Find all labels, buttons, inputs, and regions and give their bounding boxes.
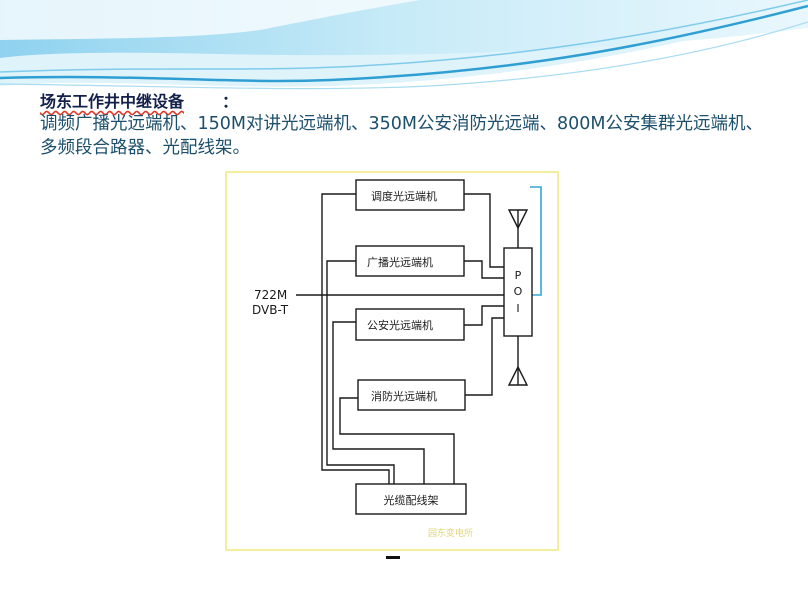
label-dvb-t: DVB-T <box>252 303 289 317</box>
line-fire-to-odf <box>339 397 455 484</box>
slide-heading-colon: ： <box>222 92 239 111</box>
wave-line-dark <box>0 4 808 83</box>
diagram-inner-border <box>225 171 559 551</box>
box-poi-combiner <box>503 247 533 337</box>
line-broadcast-to-poi <box>464 260 504 279</box>
line-broadcast-to-odf <box>326 260 395 484</box>
slide-marker <box>386 556 400 559</box>
diagram-watermark: 园东变电所 <box>428 527 473 539</box>
line-dispatch-to-odf <box>321 193 390 484</box>
label-fire-remote: 消防光远端机 <box>371 389 437 403</box>
poi-letter-o: O <box>514 285 523 298</box>
box-fire-remote <box>357 379 466 411</box>
label-dispatch-remote: 调度光远端机 <box>371 189 437 203</box>
label-722m: 722M <box>254 288 287 302</box>
label-fiber-distribution-frame: 光缆配线架 <box>384 493 439 507</box>
box-fiber-distribution-frame <box>355 483 467 515</box>
line-police-to-poi <box>464 305 504 326</box>
wave-band-white <box>0 0 420 40</box>
box-police-remote <box>355 308 465 341</box>
wave-line-mid <box>0 0 808 73</box>
poi-letter-p: P <box>515 269 522 282</box>
antenna-bottom-icon <box>507 365 529 386</box>
label-broadcast-remote: 广播光远端机 <box>367 255 433 269</box>
box-dispatch-remote <box>355 179 465 211</box>
line-police-to-odf <box>332 321 425 484</box>
line-dispatch-to-poi <box>464 193 504 268</box>
line-cyan-top <box>530 186 542 296</box>
antenna-top-icon <box>507 209 529 230</box>
slide-body-text: 调频广播光远端机、150M对讲光远端机、350M公安消防光远端、800M公安集群… <box>40 114 764 158</box>
poi-letter-i: I <box>516 302 519 315</box>
connection-lines <box>296 193 529 484</box>
wave-line-light <box>0 21 808 90</box>
line-fire-to-poi <box>465 317 504 396</box>
slide-heading: 场东工作井中继设备 <box>40 92 185 111</box>
relay-equipment-diagram: 调度光远端机 广播光远端机 公安光远端机 消防光远端机 光缆配线架 P O I … <box>214 164 600 557</box>
label-police-remote: 公安光远端机 <box>367 318 433 332</box>
box-broadcast-remote <box>355 245 465 277</box>
